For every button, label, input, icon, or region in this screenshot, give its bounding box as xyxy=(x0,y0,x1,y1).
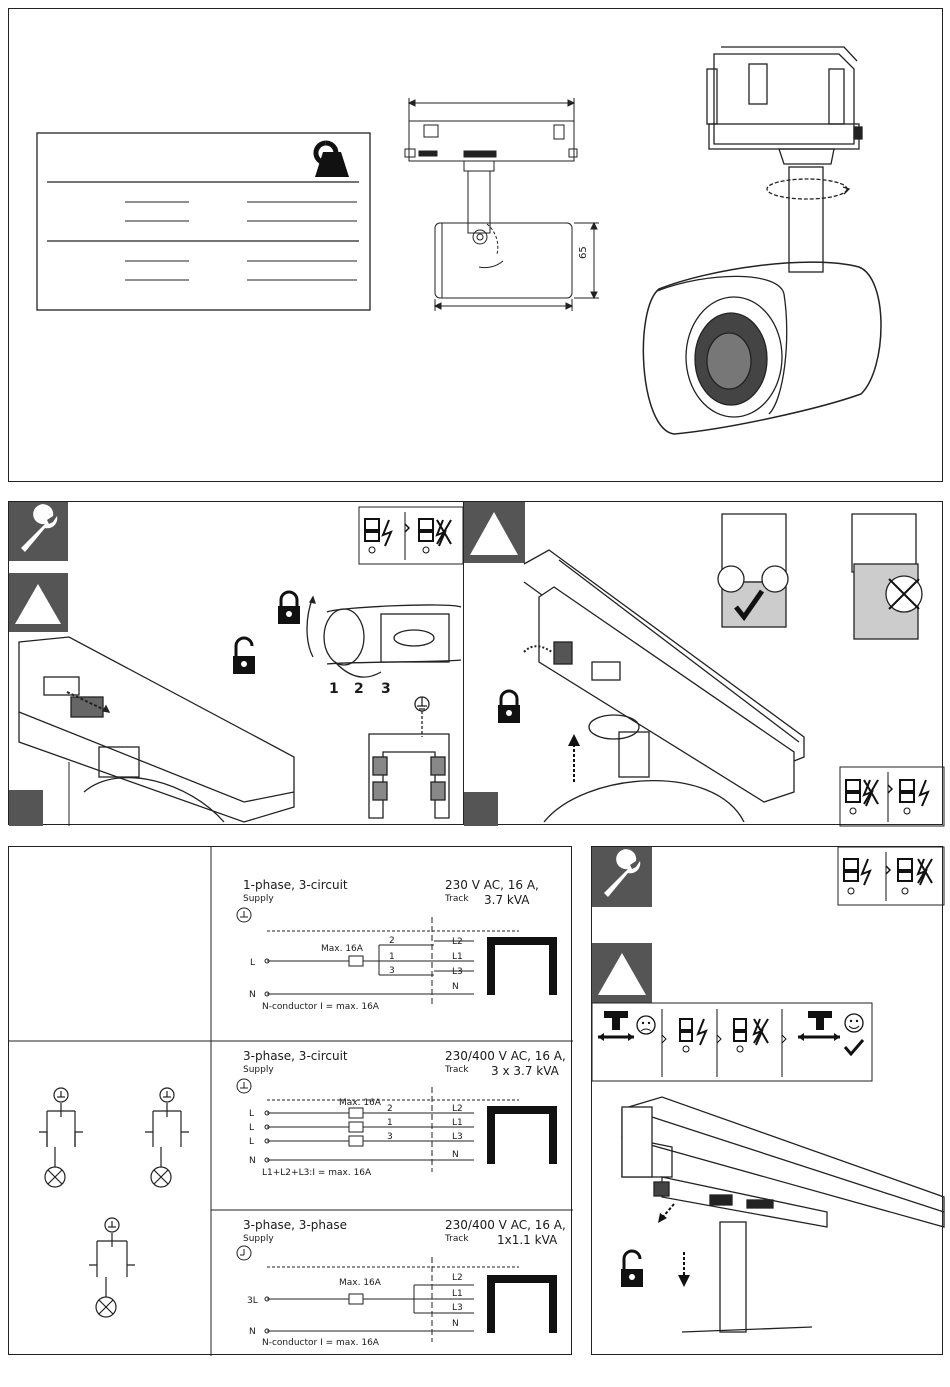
dimension-drawing xyxy=(404,98,599,311)
step-1: 1 xyxy=(329,681,339,697)
adapter-removal-illustration xyxy=(621,1096,945,1333)
padlock-open-icon xyxy=(233,636,255,674)
circuit2-title: 3-phase, 3-circuit xyxy=(243,1049,348,1063)
circuit3-track: Track xyxy=(444,1234,469,1244)
correct-orientation-profile xyxy=(717,513,789,628)
lamp-wiring-symbols xyxy=(39,1087,189,1318)
circuit3-c4: N xyxy=(452,1319,459,1329)
circuit1-line: L xyxy=(250,958,255,968)
circuit1-title: 1-phase, 3-circuit xyxy=(243,878,348,892)
insert-arrow xyxy=(568,734,580,782)
lamp-symbol-1 xyxy=(39,1087,83,1188)
circuit2-sw-1: 2 xyxy=(387,1104,393,1114)
weight-table xyxy=(36,132,371,311)
power-disconnect-icon xyxy=(358,506,464,565)
wrong-orientation-profile xyxy=(851,513,923,640)
circuit1-neutral: N xyxy=(249,990,256,1000)
circuit1-c4: N xyxy=(452,982,459,992)
circuit1-rating-1: 230 V AC, 16 A, xyxy=(445,878,539,892)
circuit3-c1: L2 xyxy=(452,1273,463,1283)
adapter-illustration xyxy=(9,636,295,826)
removal-arrows xyxy=(658,1203,690,1287)
circuit1-c2: L1 xyxy=(452,952,463,962)
top-panel-graphics: 65 xyxy=(36,46,882,435)
circuit2-c2: L1 xyxy=(452,1118,463,1128)
spotlight-illustration xyxy=(642,46,882,435)
wrench-icon xyxy=(592,847,652,907)
mounting-panel-right xyxy=(463,501,945,827)
circuit3-note: N-conductor I = max. 16A xyxy=(262,1338,380,1348)
removal-panel xyxy=(591,846,945,1355)
lock-knob-detail xyxy=(306,595,462,678)
track-adapter-illustration xyxy=(464,549,805,826)
circuit3-neutral: N xyxy=(249,1327,256,1337)
circuit1-sw-1: 2 xyxy=(389,936,395,946)
wiring-graphics: 1-phase, 3-circuit Supply 230 V AC, 16 A… xyxy=(9,847,573,1356)
circuit2-sw-2: 1 xyxy=(387,1118,393,1128)
circuit3-rating-1: 230/400 V AC, 16 A, xyxy=(445,1218,566,1232)
circuit3-line: 3L xyxy=(247,1296,258,1306)
step-2: 2 xyxy=(354,681,364,697)
top-panel: 65 xyxy=(8,8,943,482)
circuit1-c1: L2 xyxy=(452,937,463,947)
lamp-symbol-3 xyxy=(89,1217,135,1318)
mounting-panel-left: 1 2 3 xyxy=(8,501,464,826)
circuit3-title: 3-phase, 3-phase xyxy=(243,1218,347,1232)
padlock-open-icon xyxy=(621,1249,643,1287)
circuit3-c2: L1 xyxy=(452,1289,463,1299)
circuit1-fuse: Max. 16A xyxy=(321,944,364,954)
circuit3-fuse: Max. 16A xyxy=(339,1278,382,1288)
circuit-3: 3-phase, 3-phase Supply 230/400 V AC, 16… xyxy=(236,1218,566,1348)
circuit1-rating-2: 3.7 kVA xyxy=(484,893,530,907)
checkmark-icon xyxy=(843,1039,865,1057)
circuit2-line-2: L xyxy=(249,1123,254,1133)
circuit2-line-3: L xyxy=(249,1137,254,1147)
removal-graphics xyxy=(591,846,945,1333)
circuit1-c3: L3 xyxy=(452,967,463,977)
step-numbers: 1 2 3 xyxy=(329,681,391,697)
circuit1-sw-2: 1 xyxy=(389,952,395,962)
power-reconnect-icon xyxy=(839,766,945,827)
circuit3-c3: L3 xyxy=(452,1303,463,1313)
circuit2-line-1: L xyxy=(249,1109,254,1119)
circuit2-rating-2: 3 x 3.7 kVA xyxy=(491,1064,560,1078)
circuit1-track: Track xyxy=(444,894,469,904)
height-dimension-label: 65 xyxy=(578,246,589,259)
circuit2-c3: L3 xyxy=(452,1132,463,1142)
mounting-left-graphics: 1 2 3 xyxy=(9,502,464,826)
circuit2-c4: N xyxy=(452,1150,459,1160)
circuit1-supply: Supply xyxy=(243,894,274,904)
circuit2-sw-3: 3 xyxy=(387,1132,393,1142)
padlock-closed-icon xyxy=(278,590,300,624)
lamp-symbol-2 xyxy=(145,1087,189,1188)
circuit2-track: Track xyxy=(444,1065,469,1075)
smiley-icon xyxy=(844,1013,864,1033)
wrench-icon xyxy=(9,502,68,561)
warning-triangle-icon xyxy=(464,502,525,563)
mounting-right-graphics xyxy=(464,502,945,827)
power-disconnect-icon xyxy=(837,846,945,906)
circuit-2: 3-phase, 3-circuit Supply 230/400 V AC, … xyxy=(236,1049,566,1178)
circuit1-sw-3: 3 xyxy=(389,966,395,976)
circuit2-fuse: Max. 16A xyxy=(339,1098,382,1108)
padlock-closed-icon xyxy=(498,689,520,723)
circuit-1: 1-phase, 3-circuit Supply 230 V AC, 16 A… xyxy=(236,878,557,1012)
earth-ground-icon xyxy=(414,696,430,737)
track-profile xyxy=(368,696,450,819)
circuit3-rating-2: 1x1.1 kVA xyxy=(497,1233,558,1247)
sad-face-icon xyxy=(636,1015,656,1035)
circuit2-neutral: N xyxy=(249,1156,256,1166)
warning-triangle-icon xyxy=(9,573,68,632)
weight-icon xyxy=(313,140,349,177)
circuit1-note: N-conductor I = max. 16A xyxy=(262,1002,380,1012)
circuit3-supply: Supply xyxy=(243,1234,274,1244)
warning-triangle-icon xyxy=(592,943,652,1003)
circuit2-rating-1: 230/400 V AC, 16 A, xyxy=(445,1049,566,1063)
circuit2-note: L1+L2+L3:I = max. 16A xyxy=(262,1168,372,1178)
step-3: 3 xyxy=(381,681,391,697)
troubleshoot-sequence xyxy=(591,1002,873,1082)
circuit2-c1: L2 xyxy=(452,1104,463,1114)
circuit2-supply: Supply xyxy=(243,1065,274,1075)
wiring-panel: 1-phase, 3-circuit Supply 230 V AC, 16 A… xyxy=(8,846,573,1356)
